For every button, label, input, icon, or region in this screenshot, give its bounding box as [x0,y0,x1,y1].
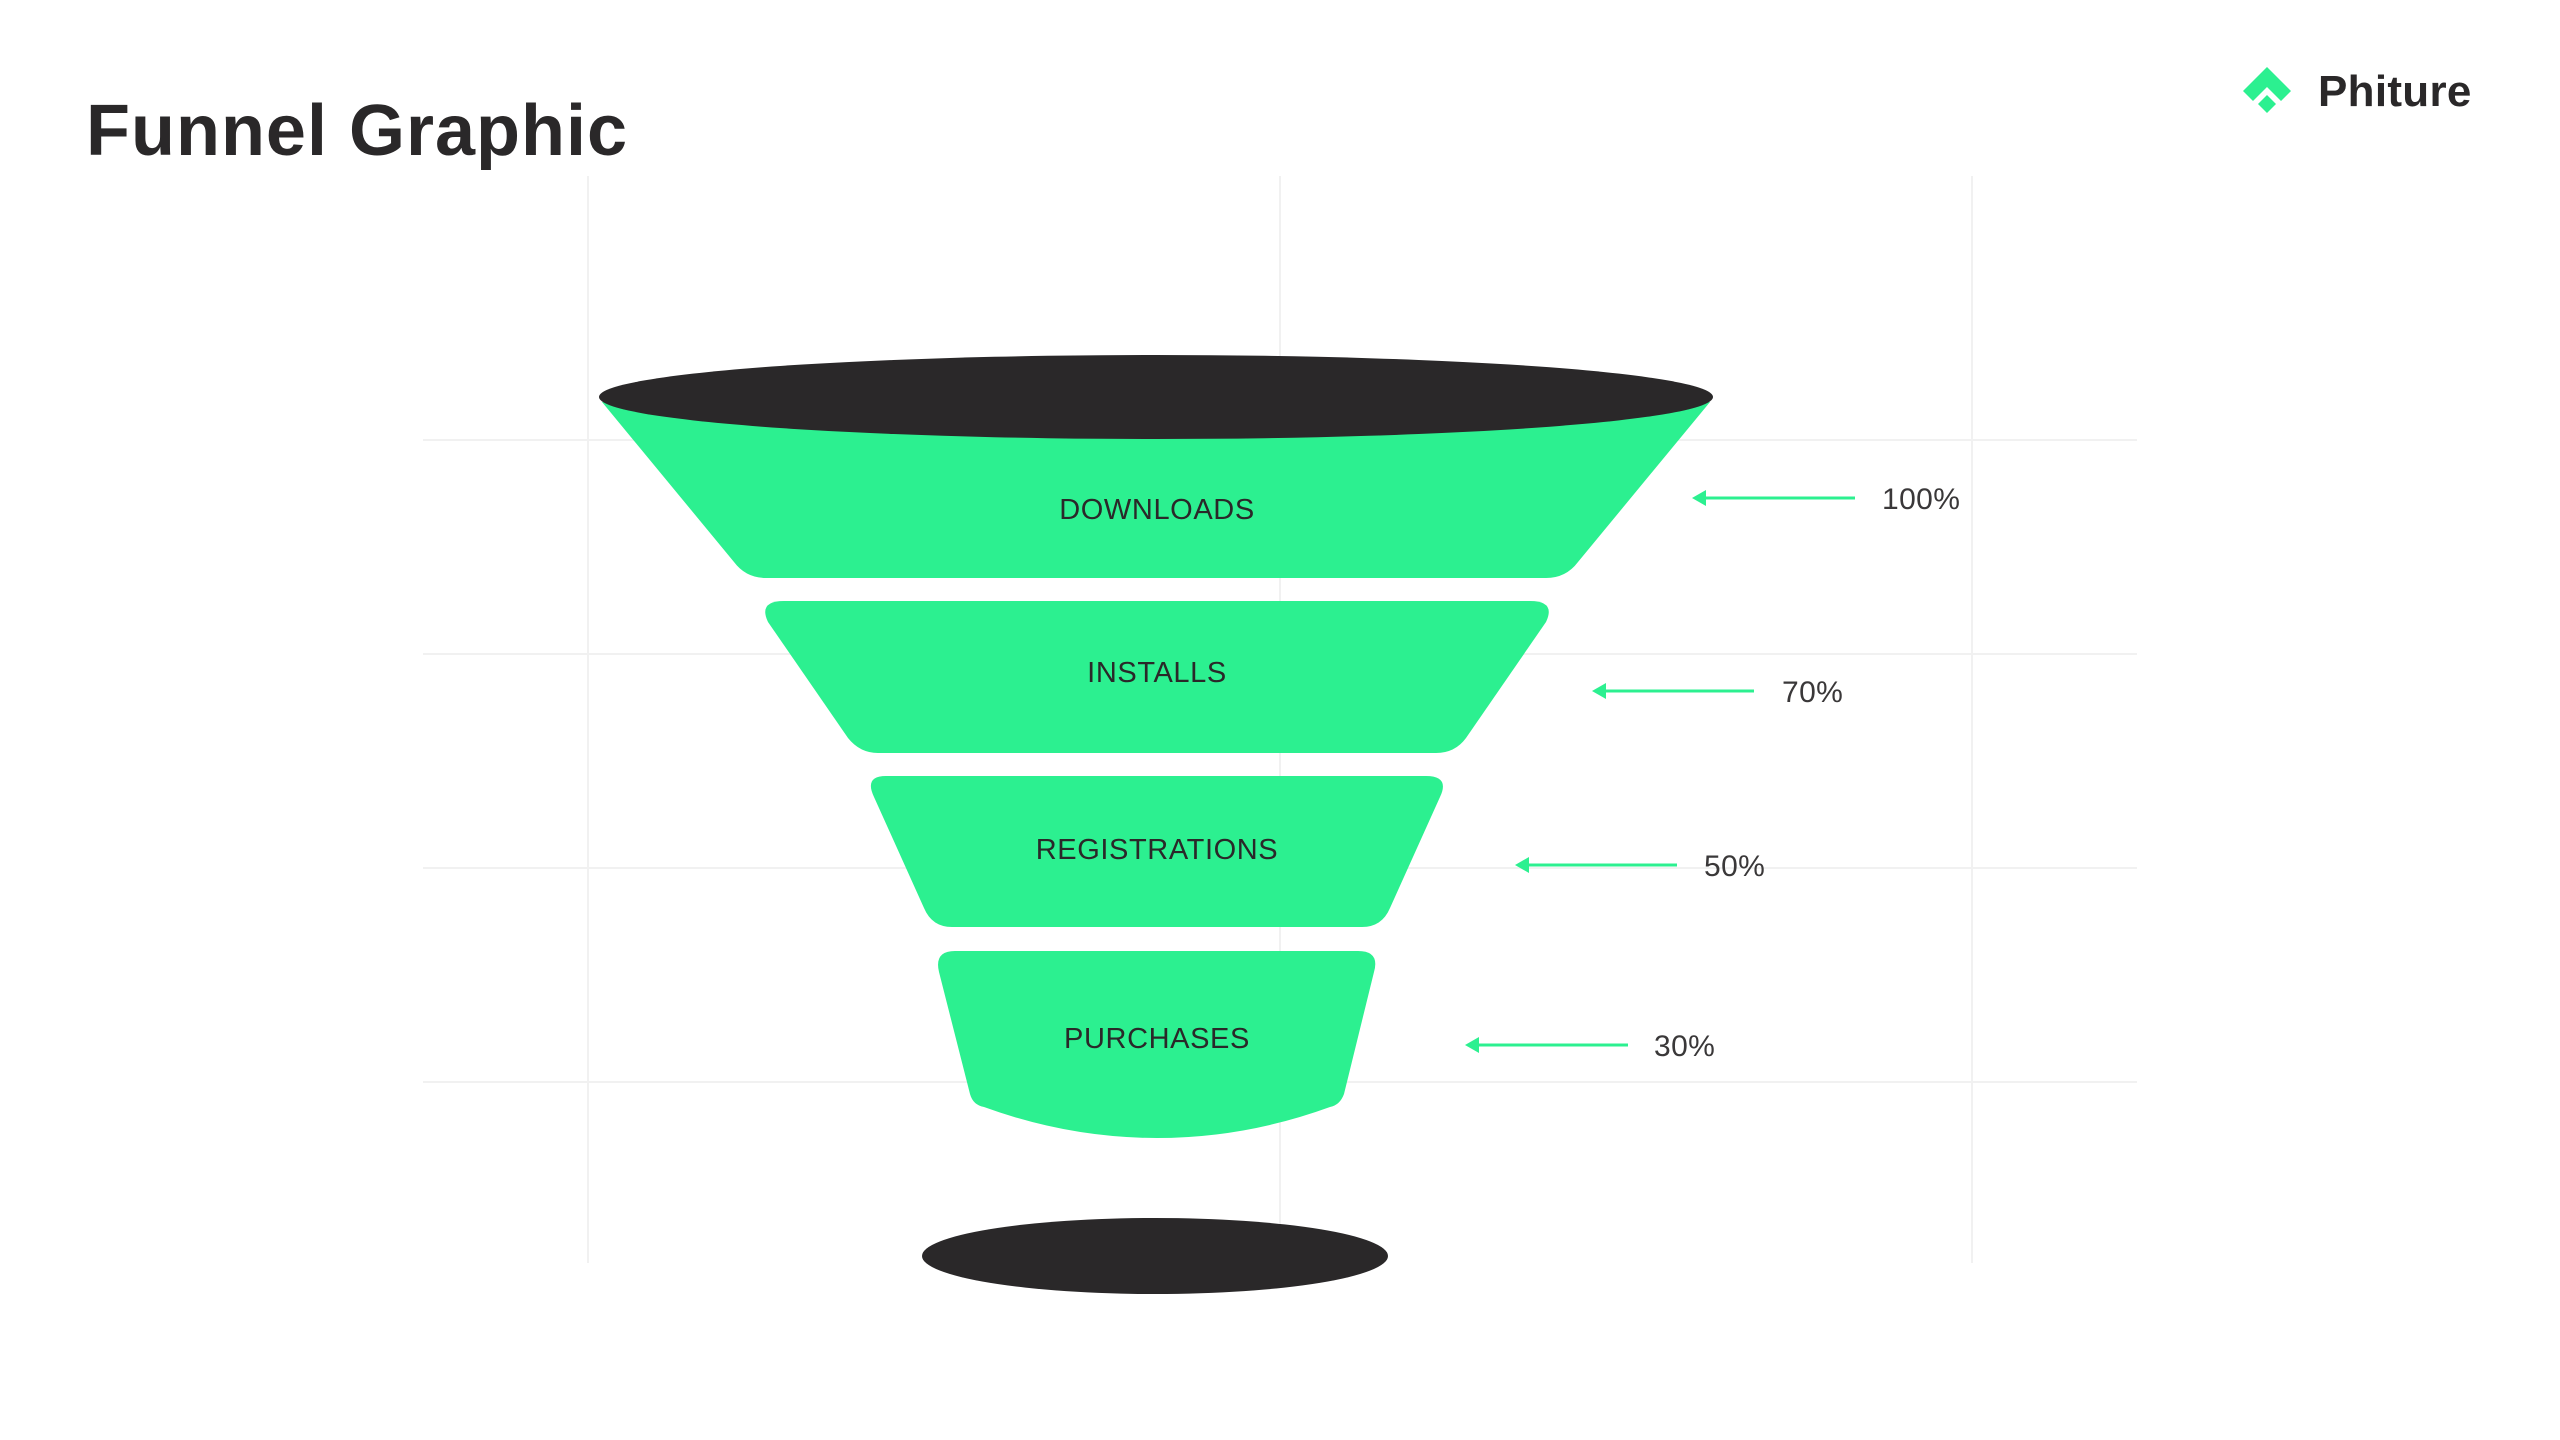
annotation-purchases: 30% [1465,1030,1715,1063]
funnel-top-opening [599,355,1713,439]
annotation-installs: 70% [1592,676,1843,709]
funnel-stage-downloads: DOWNLOADS [599,355,1713,578]
funnel-bottom-shadow [922,1218,1388,1294]
annotation-downloads: 100% [1692,483,1960,516]
stage-label: PURCHASES [1064,1023,1250,1055]
funnel-stage-installs: INSTALLS [765,601,1549,753]
brand-name: Phiture [2318,67,2472,116]
funnel-stage-registrations: REGISTRATIONS [870,776,1443,927]
annotation-registrations: 50% [1515,850,1765,883]
phiture-chevron-logo-icon [2243,67,2291,113]
percent-label: 50% [1704,850,1765,883]
percent-label: 100% [1882,483,1960,516]
brand-logo-group: Phiture [2238,62,2472,122]
percent-label: 30% [1654,1030,1715,1063]
page-title: Funnel Graphic [86,91,629,171]
arrow-left-icon [1515,857,1529,873]
percent-label: 70% [1782,676,1843,709]
arrow-left-icon [1692,490,1706,506]
percentage-annotations: 100% 70% 50% 30% [1465,483,1960,1063]
funnel-stage-purchases: PURCHASES [938,951,1376,1138]
arrow-left-icon [1465,1037,1479,1053]
stage-label: INSTALLS [1087,657,1227,689]
arrow-left-icon [1592,683,1606,699]
stage-label: DOWNLOADS [1059,494,1255,526]
stage-label: REGISTRATIONS [1036,834,1279,866]
